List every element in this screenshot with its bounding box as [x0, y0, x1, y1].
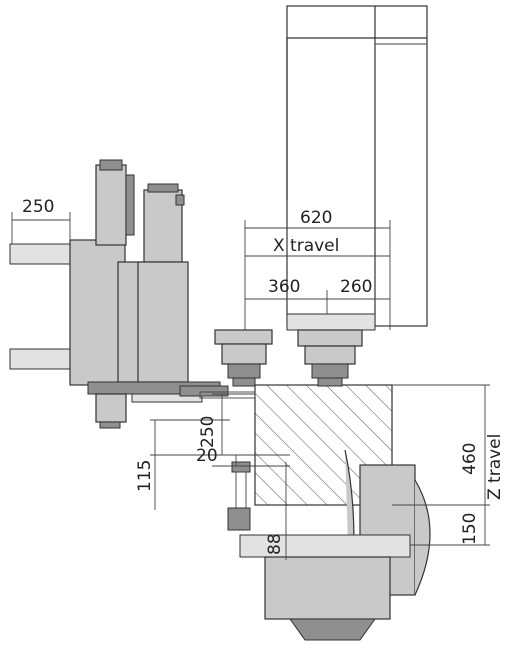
dim-250-horizontal: 250 — [22, 197, 54, 217]
rotary-table — [239, 449, 431, 641]
dim-620: 620 — [300, 208, 332, 228]
dim-260: 260 — [340, 277, 372, 297]
dimension-lines — [11, 212, 490, 560]
spindle-left — [214, 329, 273, 387]
dim-88: 88 — [265, 533, 285, 555]
machine-column — [286, 5, 428, 327]
dim-360: 360 — [268, 277, 300, 297]
dim-250-vertical: 250 — [198, 416, 218, 448]
dim-20: 20 — [196, 446, 218, 466]
tool-holder — [227, 461, 251, 531]
dim-x-travel: X travel — [273, 236, 339, 256]
headstock-assembly — [9, 159, 256, 429]
dim-115: 115 — [135, 460, 155, 492]
dim-150: 150 — [460, 513, 480, 545]
dim-z-travel: Z travel — [485, 434, 505, 500]
dim-460: 460 — [460, 443, 480, 475]
spindle-right — [286, 313, 376, 387]
